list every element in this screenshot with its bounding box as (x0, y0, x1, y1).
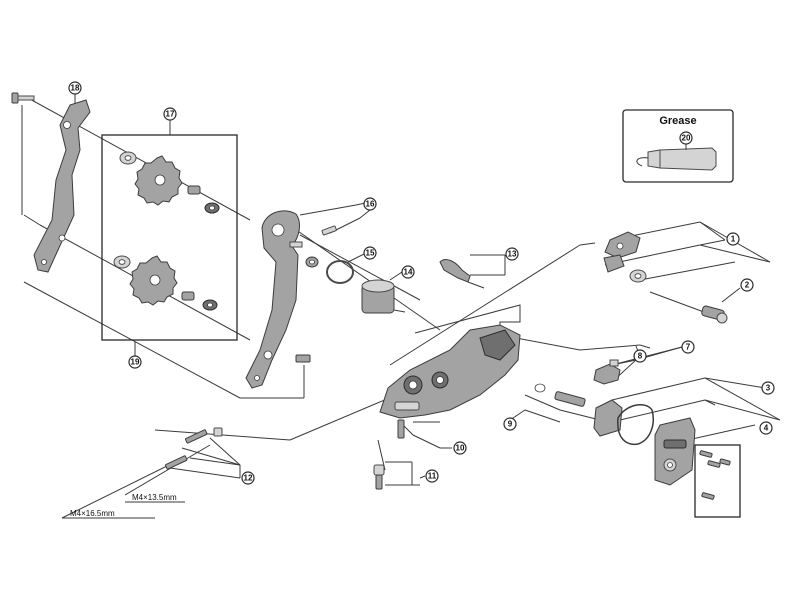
callout-17: 17 (163, 107, 177, 135)
svg-text:18: 18 (71, 84, 80, 93)
callout-14: 14 (401, 265, 415, 279)
svg-text:13: 13 (508, 250, 517, 259)
clutch-knob (593, 359, 621, 385)
callout-16: 16 (363, 197, 377, 211)
clutch-unit-cover (654, 417, 696, 486)
svg-text:10: 10 (456, 444, 465, 453)
callout-20: 20 (679, 131, 693, 145)
grease-box (622, 109, 734, 183)
tension-spring-cylinder (361, 279, 406, 314)
group-boxes (101, 109, 741, 518)
pivot-bolt (11, 92, 35, 104)
inner-cage-plate (245, 210, 311, 389)
callout-1: 1 (726, 232, 740, 246)
callout-7: 7 (681, 340, 695, 354)
upper-pulley (119, 151, 220, 214)
screw-long-dimension: M4×16.5mm (70, 509, 115, 518)
main-body (379, 324, 521, 419)
callout-18: 18 (68, 81, 82, 104)
link-axle (534, 383, 586, 407)
svg-text:7: 7 (686, 343, 691, 352)
callout-4: 4 (759, 421, 773, 435)
callout-9: 9 (503, 417, 517, 431)
svg-text:19: 19 (131, 358, 140, 367)
grease-title: Grease (659, 115, 696, 127)
guide-link-upper (603, 231, 641, 273)
clutch-cover (593, 399, 623, 437)
callout-15: 15 (363, 246, 377, 260)
svg-text:14: 14 (404, 268, 413, 277)
callout-10: 10 (453, 441, 467, 455)
o-ring (617, 403, 654, 446)
svg-text:1: 1 (731, 235, 736, 244)
cover-screws (699, 450, 731, 500)
cable-guide (439, 259, 485, 289)
callout-12: 12 (241, 471, 255, 485)
callout-13: 13 (505, 247, 519, 261)
callout-3: 3 (761, 381, 775, 395)
svg-text:3: 3 (766, 384, 771, 393)
svg-text:15: 15 (366, 249, 375, 258)
screw-group-box (694, 444, 741, 518)
spring-ring (326, 260, 354, 284)
lower-pulley (113, 255, 218, 311)
outer-cage-plate (33, 99, 91, 273)
svg-text:17: 17 (166, 110, 175, 119)
svg-text:2: 2 (745, 281, 750, 290)
svg-text:16: 16 (366, 200, 375, 209)
svg-text:20: 20 (682, 134, 691, 143)
part-16-pins (305, 225, 337, 268)
adjust-bolt (373, 464, 385, 490)
guide-link-pin (701, 305, 728, 324)
callout-11: 11 (425, 469, 439, 483)
svg-text:8: 8 (638, 352, 643, 361)
svg-text:11: 11 (428, 472, 437, 481)
callout-19: 19 (128, 355, 142, 369)
fixing-screw (397, 419, 405, 439)
stop-screws (165, 427, 223, 470)
svg-text:12: 12 (244, 474, 253, 483)
callout-2: 2 (740, 278, 754, 292)
svg-text:4: 4 (764, 424, 769, 433)
callout-8: 8 (633, 349, 647, 363)
svg-text:9: 9 (508, 420, 513, 429)
screw-short-dimension: M4×13.5mm (132, 493, 177, 502)
guide-link-washer (629, 269, 647, 283)
grease-tube (636, 142, 717, 171)
